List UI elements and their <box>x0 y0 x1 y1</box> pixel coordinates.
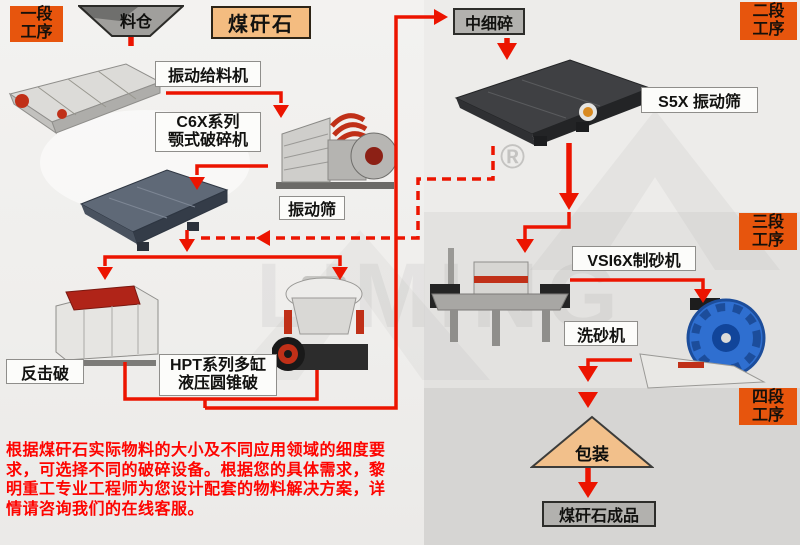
solid-flow-lines <box>103 15 705 410</box>
feeder-label: 振动给料机 <box>155 61 261 87</box>
silo-hopper-shape: 料仓 <box>78 5 184 37</box>
impact-crusher-label: 反击破 <box>6 359 84 384</box>
sand-washer-label: 洗砂机 <box>564 321 638 346</box>
description-line-4: 情请咨询我们的在线客服。 <box>6 500 205 518</box>
stage-2-label: 二段工序 <box>740 2 797 40</box>
vibrating-screen-photo <box>79 169 229 251</box>
description-line-2: 求，可选择不同的破碎设备。根据您的具体需求，黎 <box>6 461 386 479</box>
s5x-screen-label: S5X 振动筛 <box>641 87 758 113</box>
impact-crusher-photo <box>54 285 159 366</box>
stage-1-label: 一段工序 <box>10 6 63 42</box>
description-text: 根据煤矸石实际物料的大小及不同应用领域的细度要 求，可选择不同的破碎设备。根据您… <box>6 441 420 519</box>
arrowheads <box>97 9 712 498</box>
jaw-crusher-photo <box>276 113 398 189</box>
vibrating-feeder-photo <box>8 63 162 135</box>
recirculation-dashed-line <box>195 146 495 240</box>
final-product-box: 煤矸石成品 <box>542 501 656 527</box>
registered-mark-icon: ® <box>500 138 526 176</box>
packing-triangle: 包装 <box>530 415 654 468</box>
medium-fine-crushing-box: 中细碎 <box>453 8 525 35</box>
cone-crusher-label: HPT系列多缸液压圆锥破 <box>159 354 277 396</box>
vsi-sand-maker-photo <box>430 248 570 346</box>
description-line-3: 明重工专业工程师为您设计配套的物料解决方案，详 <box>6 481 386 498</box>
silo-label: 料仓 <box>120 12 153 31</box>
description-line-1: 根据煤矸石实际物料的大小及不同应用领域的细度要 <box>6 442 386 459</box>
packing-label: 包装 <box>575 444 609 464</box>
sand-washer-photo <box>639 298 766 389</box>
jaw-crusher-label: C6X系列颚式破碎机 <box>155 112 261 152</box>
stage-4-label: 四段工序 <box>739 388 797 425</box>
cone-crusher-photo <box>272 276 368 371</box>
s5x-screen-photo <box>454 59 652 146</box>
vibrating-screen-label: 振动筛 <box>279 196 345 220</box>
material-box: 煤矸石 <box>211 6 311 39</box>
sand-maker-label: VSI6X制砂机 <box>572 246 696 271</box>
stage-3-label: 三段工序 <box>739 213 797 250</box>
